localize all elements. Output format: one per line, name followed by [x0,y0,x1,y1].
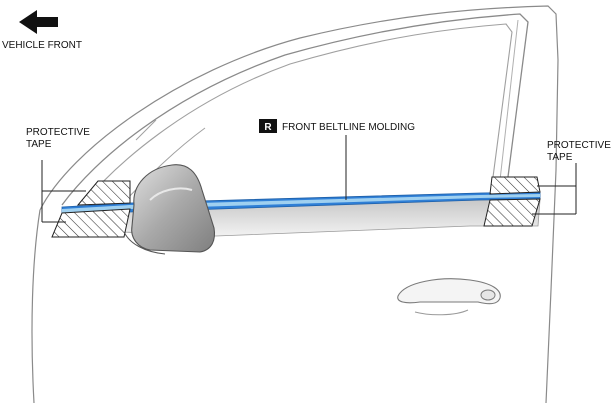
protective-tape-left [51,180,131,238]
side-mirror-icon [123,164,216,255]
protective-tape-left-line2: TAPE [26,139,52,150]
protective-tape-right [483,176,541,227]
window-frame [61,13,529,206]
protective-tape-right-line1: PROTECTIVE [547,140,611,151]
callout-lines-left [41,160,86,223]
front-beltline-molding-label: FRONT BELTLINE MOLDING [282,122,415,133]
arrow-left-icon [19,10,58,34]
part-label: R FRONT BELTLINE MOLDING [259,119,415,200]
replace-badge-text: R [264,122,272,133]
protective-tape-right-line2: TAPE [547,152,573,163]
protective-tape-left-line1: PROTECTIVE [26,127,90,138]
callout-lines-right [532,163,577,215]
door-handle-icon [397,278,501,316]
replace-badge [259,119,277,133]
vehicle-front-label: VEHICLE FRONT [2,40,82,51]
